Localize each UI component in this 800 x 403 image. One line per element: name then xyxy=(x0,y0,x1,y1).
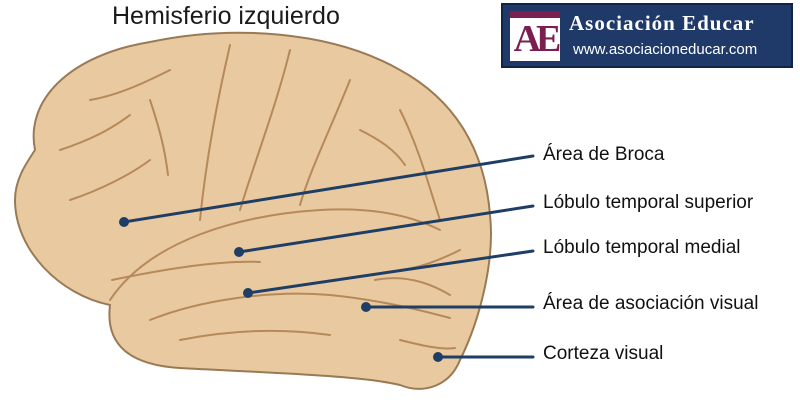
label-corteza-visual: Corteza visual xyxy=(543,343,664,364)
pointer-line-temporal-medial xyxy=(246,249,535,295)
label-area-de-broca: Área de Broca xyxy=(543,144,665,165)
logo-name: Asociación Educar xyxy=(569,11,755,35)
brain-hemisphere xyxy=(13,31,492,390)
pointer-dot-corteza-visual xyxy=(433,352,443,362)
pointer-line-broca xyxy=(122,154,535,224)
pointer-dot-temporal-medial xyxy=(243,288,253,298)
pointer-line-temporal-superior xyxy=(237,204,535,254)
logo-mark-letters: AE xyxy=(513,18,560,60)
pointer-dot-broca xyxy=(119,217,129,227)
label-lobulo-temporal-superior: Lóbulo temporal superior xyxy=(543,192,754,213)
pointers xyxy=(119,154,535,362)
label-area-de-asociacion-visual: Área de asociación visual xyxy=(543,293,759,314)
diagram-title: Hemisferio izquierdo xyxy=(112,2,340,30)
label-lobulo-temporal-medial: Lóbulo temporal medial xyxy=(543,237,741,258)
pointer-dot-temporal-superior xyxy=(234,247,244,257)
pointer-dot-asociacion-visual xyxy=(361,302,371,312)
logo-url: www.asociacioneducar.com xyxy=(573,41,758,58)
logo-mark-bar xyxy=(510,11,560,18)
asociacion-educar-logo: AE Asociación Educar www.asociacioneduca… xyxy=(501,3,793,68)
logo-mark: AE xyxy=(510,11,560,61)
